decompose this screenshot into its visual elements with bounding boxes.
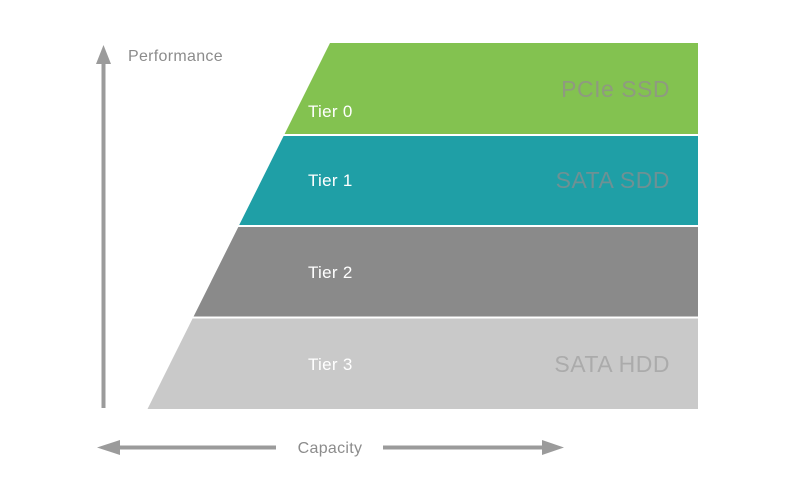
- tier-media-label-0: PCIe SSD: [561, 76, 670, 102]
- tier-name-label-3: Tier 3: [308, 355, 353, 374]
- tier-band-3: [147, 318, 698, 409]
- performance-arrowhead-up-icon: [96, 45, 111, 64]
- tier-band-2: [193, 227, 698, 317]
- performance-axis-arrow: [96, 45, 111, 408]
- capacity-axis-label: Capacity: [298, 440, 363, 457]
- tier-name-label-1: Tier 1: [308, 171, 353, 190]
- capacity-axis-arrow-right: [383, 440, 564, 455]
- tier-bands-group: Tier 0 PCIe SSD Tier 1 SATA SDD Tier 2 Tier 3…: [147, 43, 698, 409]
- capacity-arrowhead-right-icon: [542, 440, 564, 455]
- tier-media-label-1: SATA SDD: [556, 167, 670, 193]
- tier-band-1: [239, 136, 698, 225]
- capacity-arrowhead-left-icon: [97, 440, 120, 455]
- performance-axis-label: Performance: [128, 48, 223, 65]
- capacity-axis-arrow-left: [97, 440, 276, 455]
- tier-name-label-0: Tier 0: [308, 102, 353, 121]
- tier-band-0: [284, 43, 698, 134]
- tier-name-label-2: Tier 2: [308, 263, 353, 282]
- tier-media-label-3: SATA HDD: [554, 351, 670, 377]
